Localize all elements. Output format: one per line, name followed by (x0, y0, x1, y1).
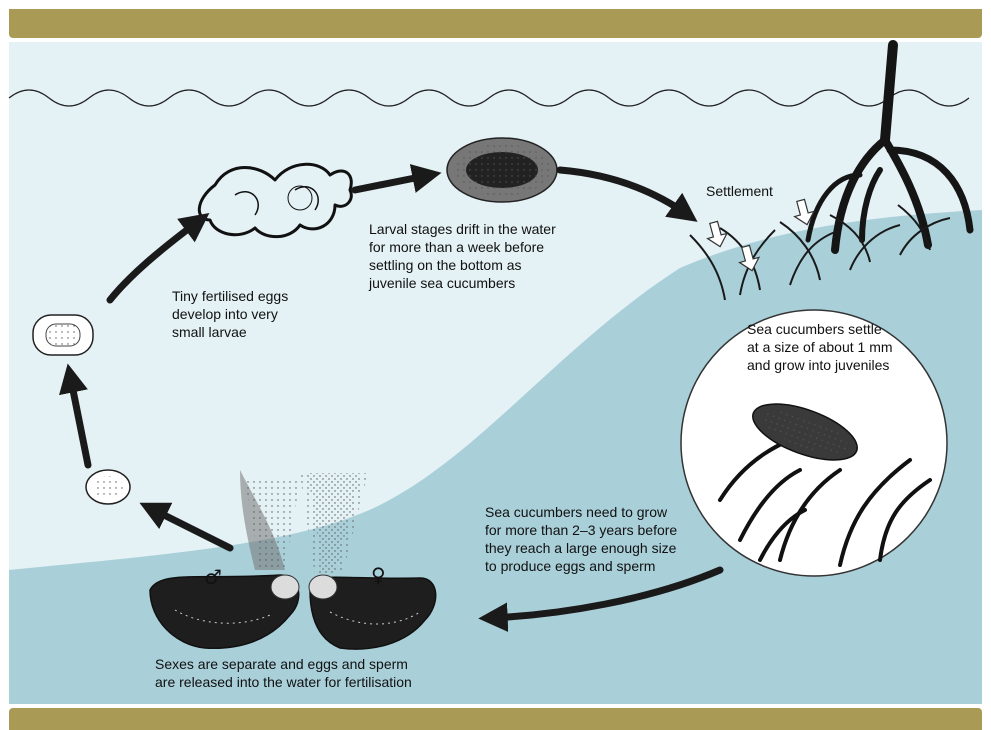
larval-drift-line: juvenile sea cucumbers (369, 274, 556, 292)
grow-years-label: Sea cucumbers need to grow for more than… (485, 503, 677, 575)
eggs-to-larvae-label: Tiny fertilised eggs develop into very s… (172, 287, 288, 341)
settle-size-line: and grow into juveniles (747, 356, 893, 374)
eggs-to-larvae-line: small larvae (172, 323, 288, 341)
female-symbol: ♀ (371, 563, 386, 587)
eggs-to-larvae-line: Tiny fertilised eggs (172, 287, 288, 305)
fertilised-egg-small (86, 470, 130, 504)
male-symbol: ♂ (204, 565, 222, 589)
grow-years-line: they reach a large enough size (485, 539, 677, 557)
bottom-band (9, 708, 982, 730)
larval-drift-line: for more than a week before (369, 238, 556, 256)
fertilised-egg-large (33, 315, 93, 355)
settlement-label: Settlement (706, 182, 773, 200)
larval-drift-line: settling on the bottom as (369, 256, 556, 274)
grow-years-line: to produce eggs and sperm (485, 557, 677, 575)
settle-size-line: Sea cucumbers settle (747, 320, 893, 338)
sexes-label: Sexes are separate and eggs and sperm ar… (155, 655, 412, 691)
sexes-line: Sexes are separate and eggs and sperm (155, 655, 412, 673)
eggs-to-larvae-line: develop into very (172, 305, 288, 323)
settle-size-label: Sea cucumbers settle at a size of about … (747, 320, 893, 374)
sexes-line: are released into the water for fertilis… (155, 673, 412, 691)
larval-drift-label: Larval stages drift in the water for mor… (369, 220, 556, 292)
settle-size-line: at a size of about 1 mm (747, 338, 893, 356)
larval-drift-line: Larval stages drift in the water (369, 220, 556, 238)
late-larva (447, 138, 557, 202)
grow-years-line: Sea cucumbers need to grow (485, 503, 677, 521)
grow-years-line: for more than 2–3 years before (485, 521, 677, 539)
